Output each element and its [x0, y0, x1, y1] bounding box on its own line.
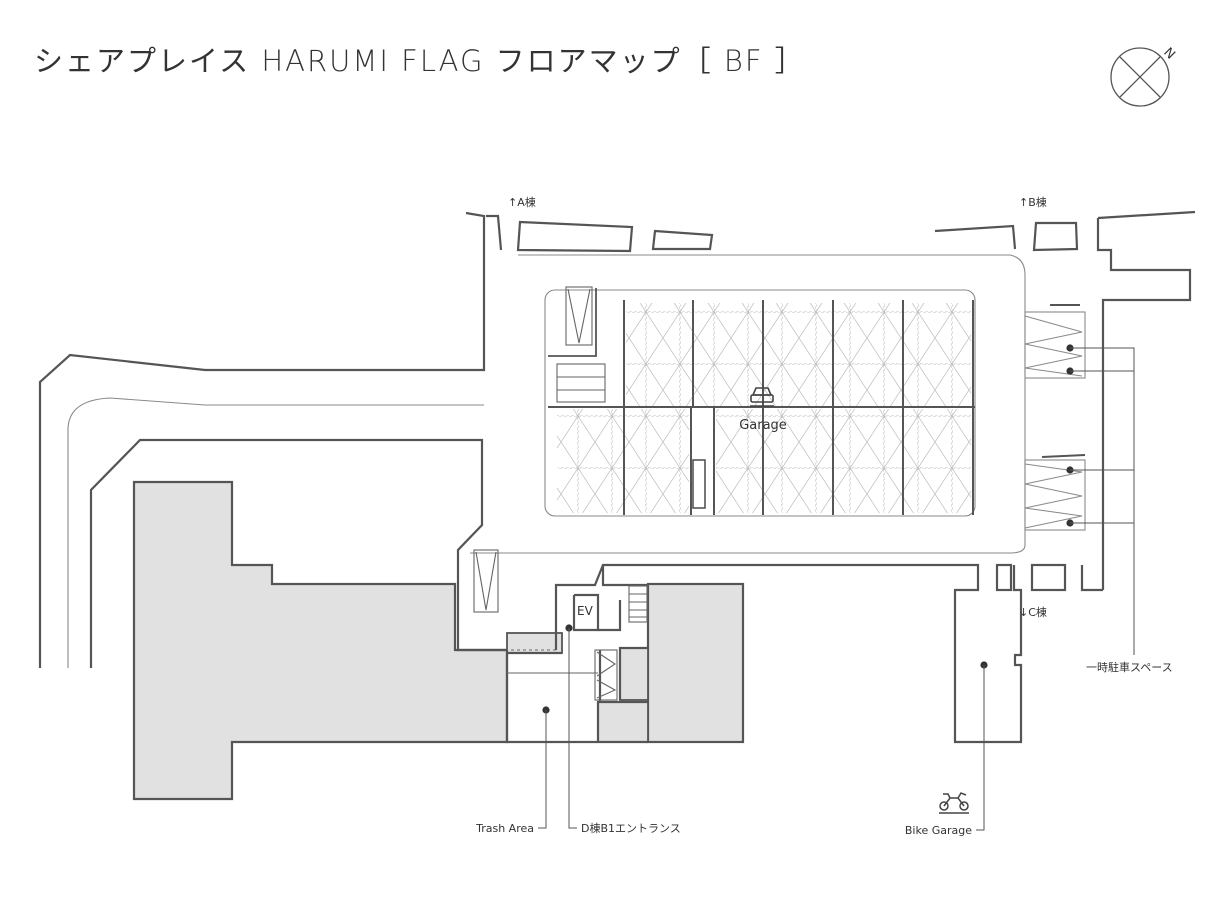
compass-icon: N — [1110, 45, 1178, 107]
page-title: シェアプレイス HARUMI FLAG フロアマップ［ BF ］ — [34, 44, 806, 78]
building-east-block — [646, 582, 745, 744]
building-west-block — [132, 480, 509, 801]
garage-label: Garage — [739, 418, 787, 433]
room-core-grey-2 — [597, 701, 649, 743]
road-edges — [67, 254, 1026, 668]
room-core-grey — [619, 647, 649, 701]
parking-area — [473, 286, 1086, 701]
temp-parking-label: 一時駐車スペース — [1086, 660, 1173, 674]
trash-area-label: Trash Area — [475, 822, 534, 835]
outer-walls — [38, 210, 1196, 744]
car-icon — [750, 387, 774, 407]
leader-lines — [538, 347, 1135, 831]
bike-garage-label: Bike Garage — [905, 824, 972, 837]
motorcycle-icon — [939, 792, 969, 814]
building-c-label: ↓C棟 — [1019, 605, 1047, 619]
entrance-label: D棟B1エントランス — [581, 821, 681, 835]
building-b-label: ↑B棟 — [1019, 195, 1047, 209]
building-a-label: ↑A棟 — [508, 195, 536, 209]
ev-label: EV — [577, 604, 594, 618]
